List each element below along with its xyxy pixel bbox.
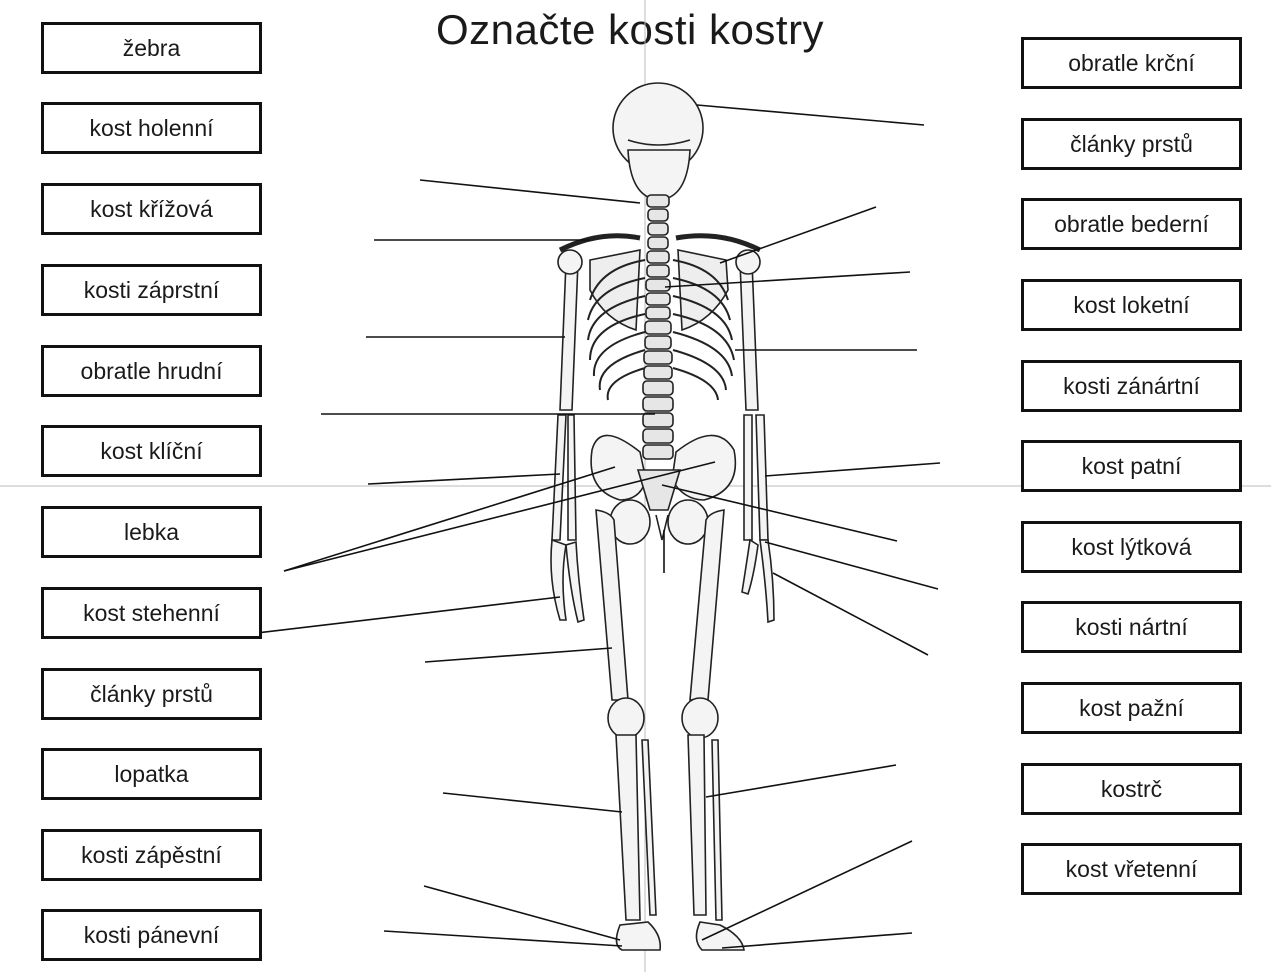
label-box-cervical-vertebrae[interactable]: obratle krční xyxy=(1021,37,1242,89)
label-box-metacarpals[interactable]: kosti záprstní xyxy=(41,264,262,316)
label-box-fibula[interactable]: kost lýtková xyxy=(1021,521,1242,573)
label-box-phalanges[interactable]: články prstů xyxy=(41,668,262,720)
label-box-ribs[interactable]: žebra xyxy=(41,22,262,74)
label-box-tibia[interactable]: kost holenní xyxy=(41,102,262,154)
pointer-lines xyxy=(215,105,940,948)
label-box-skull[interactable]: lebka xyxy=(41,506,262,558)
label-box-calcaneus[interactable]: kost patní xyxy=(1021,440,1242,492)
label-box-tarsals[interactable]: kosti nártní xyxy=(1021,601,1242,653)
label-box-lumbar-vertebrae[interactable]: obratle bederní xyxy=(1021,198,1242,250)
label-box-ulna[interactable]: kost loketní xyxy=(1021,279,1242,331)
label-box-metatarsals[interactable]: kosti zánártní xyxy=(1021,360,1242,412)
label-box-femur[interactable]: kost stehenní xyxy=(41,587,262,639)
label-box-phalanges-right[interactable]: články prstů xyxy=(1021,118,1242,170)
label-box-pelvic-bones[interactable]: kosti pánevní xyxy=(41,909,262,961)
label-box-clavicle[interactable]: kost klíční xyxy=(41,425,262,477)
label-box-thoracic-vertebrae[interactable]: obratle hrudní xyxy=(41,345,262,397)
label-box-radius[interactable]: kost vřetenní xyxy=(1021,843,1242,895)
label-box-carpals[interactable]: kosti zápěstní xyxy=(41,829,262,881)
label-box-sacrum[interactable]: kost křížová xyxy=(41,183,262,235)
label-box-humerus[interactable]: kost pažní xyxy=(1021,682,1242,734)
label-box-scapula[interactable]: lopatka xyxy=(41,748,262,800)
label-box-coccyx[interactable]: kostrč xyxy=(1021,763,1242,815)
skeleton-illustration xyxy=(551,83,774,950)
